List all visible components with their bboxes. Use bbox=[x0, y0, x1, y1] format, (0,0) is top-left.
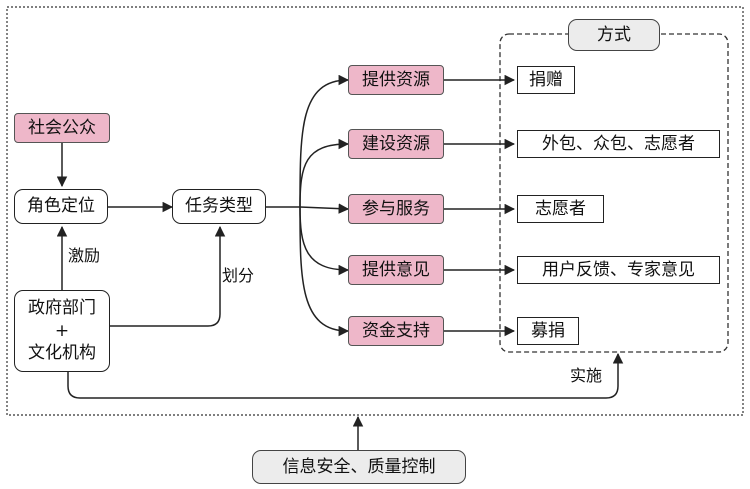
edge-task-t2 bbox=[299, 138, 350, 208]
edge-gov-task bbox=[110, 225, 226, 327]
node-task-provide-resources: 提供资源 bbox=[348, 65, 444, 95]
node-method-volunteer: 志愿者 bbox=[517, 195, 604, 223]
node-method-donation: 捐赠 bbox=[517, 66, 575, 94]
node-gov-plus: + bbox=[54, 320, 70, 341]
node-method-fundraising: 募捐 bbox=[517, 317, 579, 345]
node-task-funding: 资金支持 bbox=[348, 316, 444, 346]
node-method-feedback: 用户反馈、专家意见 bbox=[517, 256, 720, 284]
label-divide: 划分 bbox=[222, 266, 255, 285]
node-task-provide-opinions: 提供意见 bbox=[348, 255, 444, 285]
edge-task-t4 bbox=[299, 206, 350, 276]
node-task-type: 任务类型 bbox=[172, 189, 266, 224]
outer-frame bbox=[6, 6, 744, 416]
node-public: 社会公众 bbox=[14, 113, 110, 143]
node-role-positioning: 角色定位 bbox=[14, 189, 108, 224]
node-security-quality: 信息安全、质量控制 bbox=[252, 450, 466, 484]
node-gov-culture: 政府部门 + 文化机构 bbox=[14, 290, 110, 372]
label-incentive: 激励 bbox=[68, 246, 101, 265]
edge-task-t5 bbox=[299, 206, 350, 337]
edge-task-t3 bbox=[299, 203, 350, 214]
node-task-join-service: 参与服务 bbox=[348, 194, 444, 224]
edge-gov-methods bbox=[67, 352, 624, 399]
node-gov-line1: 政府部门 bbox=[28, 297, 96, 318]
node-task-build-resources: 建设资源 bbox=[348, 129, 444, 159]
edge-task-t1 bbox=[299, 74, 350, 208]
node-method-outsourcing: 外包、众包、志愿者 bbox=[517, 130, 720, 158]
methods-header: 方式 bbox=[568, 19, 660, 51]
node-gov-line2: 文化机构 bbox=[28, 343, 96, 364]
label-implement: 实施 bbox=[570, 366, 603, 385]
